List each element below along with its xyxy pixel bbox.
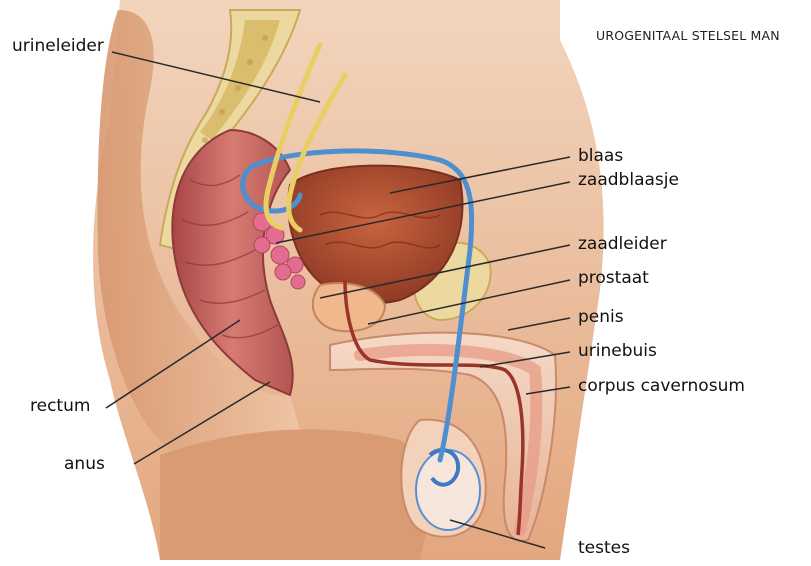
label-testes: testes [578,540,630,557]
label-anus: anus [64,456,105,473]
label-prostaat: prostaat [578,270,649,287]
label-zaadblaasje: zaadblaasje [578,172,679,189]
label-rectum: rectum [30,398,90,415]
label-urineleider: urineleider [12,38,104,55]
label-corpus-cavernosum: corpus cavernosum [578,378,745,395]
label-blaas: blaas [578,148,623,165]
label-zaadleider: zaadleider [578,236,667,253]
label-penis: penis [578,309,624,326]
label-urinebuis: urinebuis [578,343,657,360]
thigh [160,429,429,560]
testis [416,450,480,530]
diagram-title: UROGENITAAL STELSEL MAN [596,28,780,43]
